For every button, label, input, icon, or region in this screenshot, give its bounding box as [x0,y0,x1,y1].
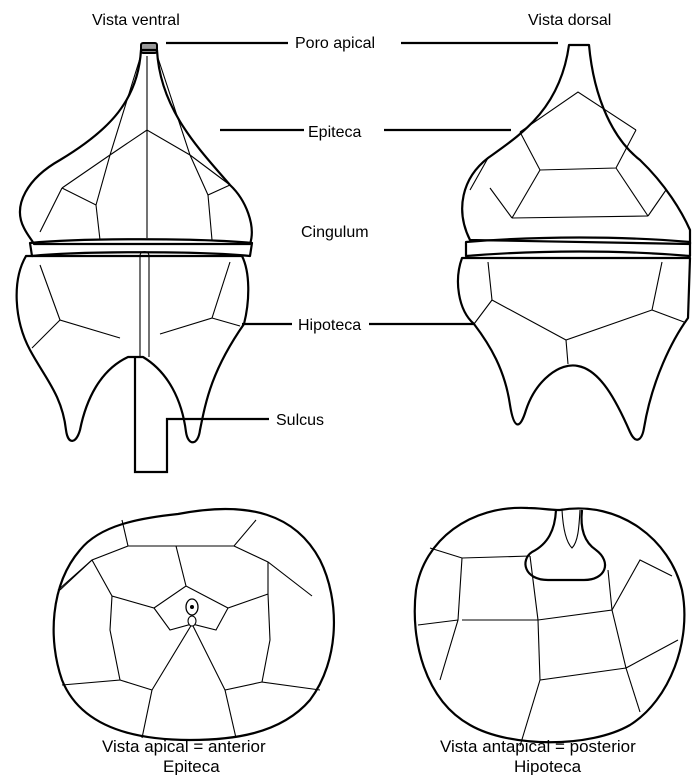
antapical-view-caption: Vista antapical = posterior [440,737,636,756]
antapical-view-cell [415,508,685,746]
sulcus-label: Sulcus [276,412,324,429]
cingulum-label: Cingulum [301,224,369,241]
leader-sulcus [135,357,269,472]
apical-view-caption: Vista apical = anterior [102,737,266,756]
ventral-epitheca-outline [20,50,252,244]
apical-pore-label: Poro apical [295,35,375,52]
epitheca-label: Epiteca [308,124,361,141]
antapical-sulcus [525,510,605,580]
antapical-view-subcaption: Hipoteca [514,757,582,775]
dorsal-cingulum [466,238,690,257]
hypotheca-label: Hipoteca [298,317,361,334]
apical-pore-ventral [141,43,157,53]
apical-view-cell [54,509,334,740]
apical-view-subcaption: Epiteca [163,757,220,775]
dorsal-view-label: Vista dorsal [528,12,611,29]
dorsal-epitheca-outline [462,45,690,244]
ventral-hypotheca-outline [17,256,249,442]
ventral-sulcus [140,256,149,357]
dorsal-hypotheca-outline [458,258,690,440]
antapical-outline [415,508,685,742]
dorsal-view-cell [458,45,690,440]
ventral-view-label: Vista ventral [92,12,180,29]
